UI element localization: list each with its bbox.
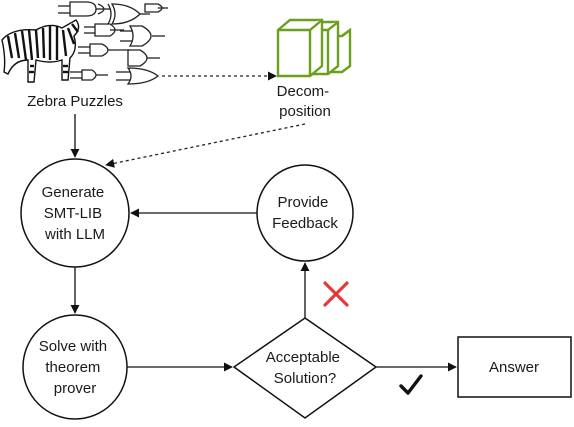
feedback-label: Provide Feedback <box>272 194 338 232</box>
decomposition-label: Decom- position <box>277 83 334 120</box>
decomposition-to-generate-edge <box>105 123 306 168</box>
acceptable-label: Acceptable Solution? <box>266 349 344 387</box>
solve-label: Solve with theorem prover <box>39 338 112 397</box>
puzzles-label: Zebra Puzzles <box>27 93 123 110</box>
stacked-cubes-icon <box>276 18 352 78</box>
answer-node <box>457 336 572 398</box>
feedback-node <box>256 164 354 262</box>
generate-label: Generate SMT-LIB with LLM <box>42 184 109 243</box>
answer-label: Answer <box>489 359 539 376</box>
acceptable-decision-node <box>232 317 378 419</box>
reject-x-icon <box>323 281 349 307</box>
zebra-illustration <box>1 1 168 85</box>
accept-check-icon <box>399 374 423 395</box>
